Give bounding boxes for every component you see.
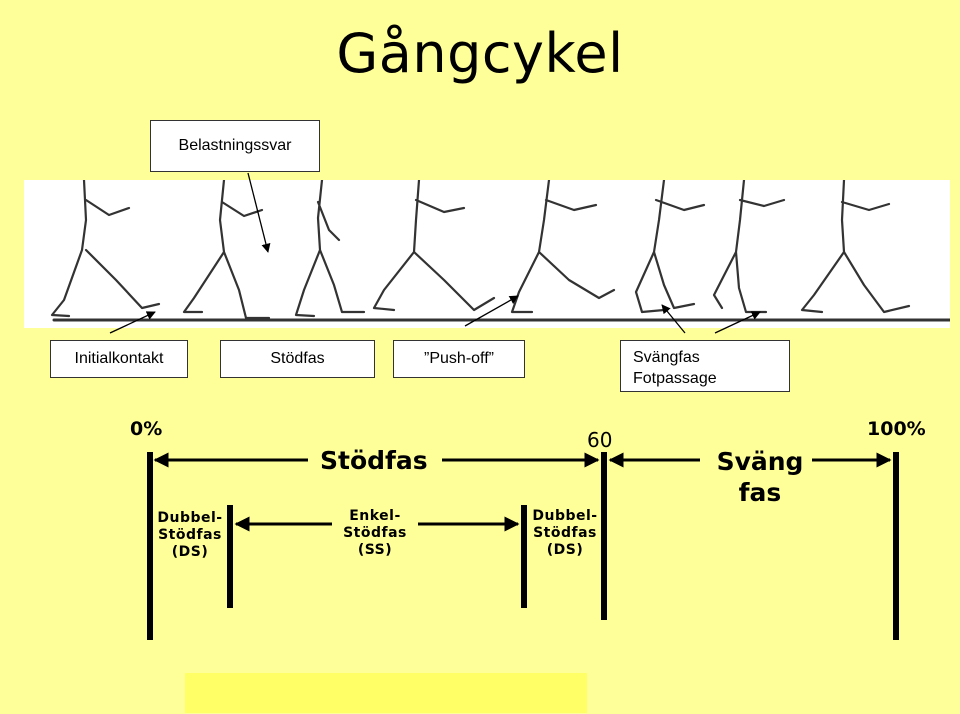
label-svangfas-text: Svängfas — [633, 349, 700, 366]
ds-left-line3: (DS) — [171, 544, 209, 560]
label-fotpassage-text: Fotpassage — [633, 370, 717, 387]
arrow-svangfas — [661, 304, 686, 334]
ds-left-label: Dubbel- Stödfas (DS) — [152, 510, 228, 561]
ds-right-line3: (DS) — [546, 542, 584, 558]
pct-60-label: 60 — [587, 428, 613, 452]
bottom-highlight-box — [185, 673, 587, 713]
label-svangfas: Svängfas Fotpassage — [620, 340, 790, 392]
ds-right-line1: Dubbel- — [532, 508, 598, 524]
walking-figures-illustration — [50, 180, 950, 322]
label-belastningssvar-text: Belastningssvar — [178, 137, 292, 154]
arrow-initialkontakt — [109, 311, 156, 334]
stodfas-heading: Stödfas — [320, 446, 428, 475]
ss-label: Enkel- Stödfas (SS) — [335, 508, 415, 559]
pct-0-label: 0% — [130, 418, 163, 440]
ss-line3: (SS) — [357, 542, 393, 558]
ss-line2: Stödfas — [343, 525, 407, 541]
label-belastningssvar: Belastningssvar — [150, 120, 320, 172]
gait-figures-strip — [24, 180, 950, 328]
ds-left-line2: Stödfas — [158, 527, 222, 543]
ss-line1: Enkel- — [349, 508, 401, 524]
ds-right-line2: Stödfas — [533, 525, 597, 541]
label-initialkontakt-text: Initialkontakt — [74, 350, 164, 367]
label-initialkontakt: Initialkontakt — [50, 340, 188, 378]
pct-100-label: 100% — [867, 418, 926, 440]
label-push-off: ”Push-off” — [393, 340, 525, 378]
ds-left-line1: Dubbel- — [157, 510, 223, 526]
label-stodfas-text: Stödfas — [270, 350, 325, 367]
svangfas-heading-line2: fas — [738, 478, 782, 507]
slide-title: Gångcykel — [336, 22, 624, 85]
label-push-off-text: ”Push-off” — [424, 350, 494, 367]
svangfas-heading-line1: Sväng — [716, 447, 804, 476]
ds-right-label: Dubbel- Stödfas (DS) — [527, 508, 603, 559]
label-stodfas: Stödfas — [220, 340, 375, 378]
arrow-belastningssvar — [247, 172, 271, 253]
arrow-fotpassage — [714, 311, 761, 334]
svangfas-heading: Sväng fas — [710, 446, 810, 508]
arrow-push-off — [464, 295, 519, 327]
